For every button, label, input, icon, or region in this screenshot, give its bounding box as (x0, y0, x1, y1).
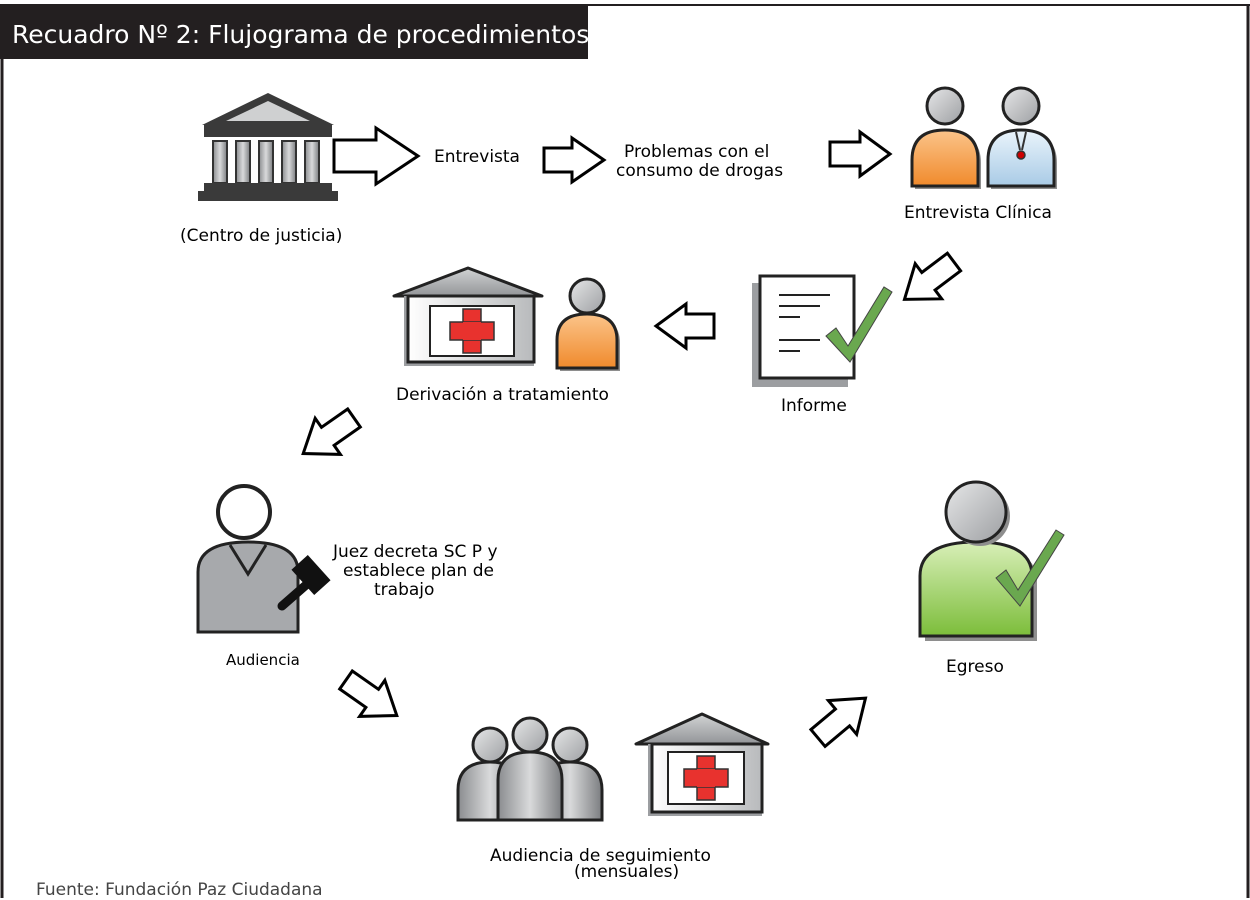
checkmark-icon (825, 286, 893, 363)
label-informe: Informe (781, 396, 847, 416)
label-entrevista: Entrevista (434, 147, 520, 167)
arrow-6 (301, 406, 363, 456)
arrow-8 (808, 696, 868, 749)
arrow-5 (653, 301, 716, 351)
title-bar: Recuadro Nº 2: Flujograma de procedimien… (0, 5, 590, 59)
label-problemas-2: consumo de drogas (616, 161, 784, 181)
label-seguimiento-2: (mensuales) (574, 862, 680, 882)
arrow-1 (332, 125, 421, 187)
discharged-person-icon (918, 480, 1037, 641)
arrow-3 (828, 129, 893, 179)
group-icon (456, 716, 604, 822)
label-seguimiento-1: Audiencia de seguimiento (490, 846, 711, 866)
hospital-icon-derivacion (392, 266, 544, 366)
label-problemas-1: Problemas con el (624, 142, 770, 162)
label-audiencia: Audiencia (226, 651, 300, 669)
hospital-icon-seguimiento (634, 712, 770, 816)
label-juez-3: trabajo (374, 580, 435, 600)
courthouse-icon (198, 93, 338, 201)
label-juez-1: Juez decreta SC P y (333, 542, 498, 562)
label-centro-justicia: (Centro de justicia) (180, 226, 343, 246)
arrow-7 (337, 668, 399, 718)
arrow-4 (902, 251, 963, 301)
label-egreso: Egreso (946, 657, 1004, 677)
label-derivacion: Derivación a tratamiento (396, 385, 609, 405)
arrow-2 (542, 135, 607, 185)
patient-icon-orange (555, 277, 620, 371)
label-juez-2: establece plan de (343, 561, 494, 581)
figure-title: Recuadro Nº 2: Flujograma de procedimien… (12, 20, 590, 49)
report-document-icon (752, 274, 856, 387)
egreso-checkmark-icon (995, 529, 1065, 607)
judge-icon (196, 484, 331, 634)
label-entrevista-clinica: Entrevista Clínica (904, 203, 1052, 223)
source-note: Fuente: Fundación Paz Ciudadana (36, 880, 323, 900)
clinicians-icon (910, 86, 1057, 189)
